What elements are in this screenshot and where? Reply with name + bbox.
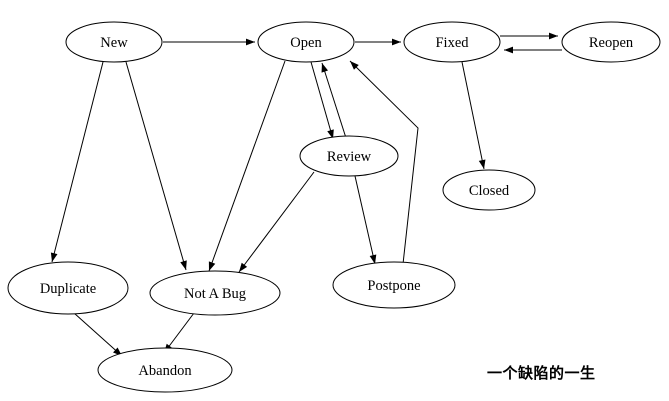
edge-line — [51, 61, 104, 263]
edge-open-to-fixed — [355, 38, 401, 46]
node-shape[interactable] — [149, 270, 281, 316]
arrow-head-icon — [478, 159, 486, 169]
edge-new-to-not-a-bug — [125, 61, 187, 271]
node-postpone[interactable]: Postpone — [332, 261, 456, 309]
arrow-head-icon — [321, 63, 329, 73]
node-shape[interactable] — [442, 169, 536, 211]
edge-postpone-to-open — [349, 60, 419, 265]
node-fixed[interactable]: Fixed — [403, 21, 501, 63]
arrow-head-icon — [246, 38, 255, 46]
node-label: Reopen — [589, 35, 634, 51]
node-label: Duplicate — [40, 281, 96, 297]
edge-open-to-not-a-bug — [208, 60, 286, 272]
edge-line — [349, 60, 419, 265]
arrow-head-icon — [327, 129, 334, 139]
node-shape[interactable] — [257, 21, 355, 63]
edge-line — [321, 62, 347, 139]
arrow-head-icon — [50, 252, 58, 262]
arrow-head-icon — [392, 38, 401, 46]
node-new[interactable]: New — [65, 21, 163, 63]
node-shape[interactable] — [332, 261, 456, 309]
node-shape[interactable] — [97, 347, 233, 393]
arrow-head-icon — [208, 261, 216, 271]
edge-line — [310, 61, 334, 140]
node-shape[interactable] — [299, 135, 399, 177]
node-shape[interactable] — [65, 21, 163, 63]
edge-line — [238, 171, 315, 273]
edge-review-to-open — [321, 62, 347, 139]
arrow-head-icon — [180, 260, 187, 270]
node-label: Closed — [469, 183, 510, 199]
edge-fixed-to-reopen — [500, 32, 558, 40]
arrow-head-icon — [549, 32, 558, 40]
edge-line — [208, 60, 286, 272]
node-label: New — [100, 35, 128, 51]
node-label: Review — [327, 149, 372, 165]
edge-new-to-duplicate — [50, 61, 104, 263]
node-review[interactable]: Review — [299, 135, 399, 177]
node-shape[interactable] — [7, 261, 129, 315]
edges-layer — [50, 32, 562, 357]
node-label: Not A Bug — [184, 286, 246, 302]
edge-reopen-to-fixed — [504, 46, 562, 54]
edge-fixed-to-closed — [461, 61, 486, 170]
edge-line — [461, 61, 485, 170]
node-abandon[interactable]: Abandon — [97, 347, 233, 393]
arrow-head-icon — [350, 61, 359, 70]
node-duplicate[interactable]: Duplicate — [7, 261, 129, 315]
arrow-head-icon — [504, 46, 513, 54]
edge-line — [73, 312, 123, 357]
edge-line — [125, 61, 187, 271]
edge-review-to-not-a-bug — [238, 171, 315, 273]
node-label: Abandon — [138, 363, 192, 379]
diagram-caption: 一个缺陷的一生 — [487, 364, 596, 382]
node-shape[interactable] — [403, 21, 501, 63]
edge-open-to-review — [310, 61, 334, 140]
node-not-a-bug[interactable]: Not A Bug — [149, 270, 281, 316]
edge-new-to-open — [163, 38, 255, 46]
node-open[interactable]: Open — [257, 21, 355, 63]
node-label: Fixed — [435, 35, 469, 51]
arrow-head-icon — [369, 254, 377, 264]
node-reopen[interactable]: Reopen — [561, 21, 661, 63]
node-shape[interactable] — [561, 21, 661, 63]
node-closed[interactable]: Closed — [442, 169, 536, 211]
edge-line — [354, 175, 376, 265]
edge-review-to-postpone — [354, 175, 377, 265]
edge-duplicate-to-abandon — [73, 312, 123, 357]
arrow-head-icon — [239, 262, 248, 272]
node-label: Postpone — [367, 278, 420, 294]
node-label: Open — [290, 35, 322, 51]
